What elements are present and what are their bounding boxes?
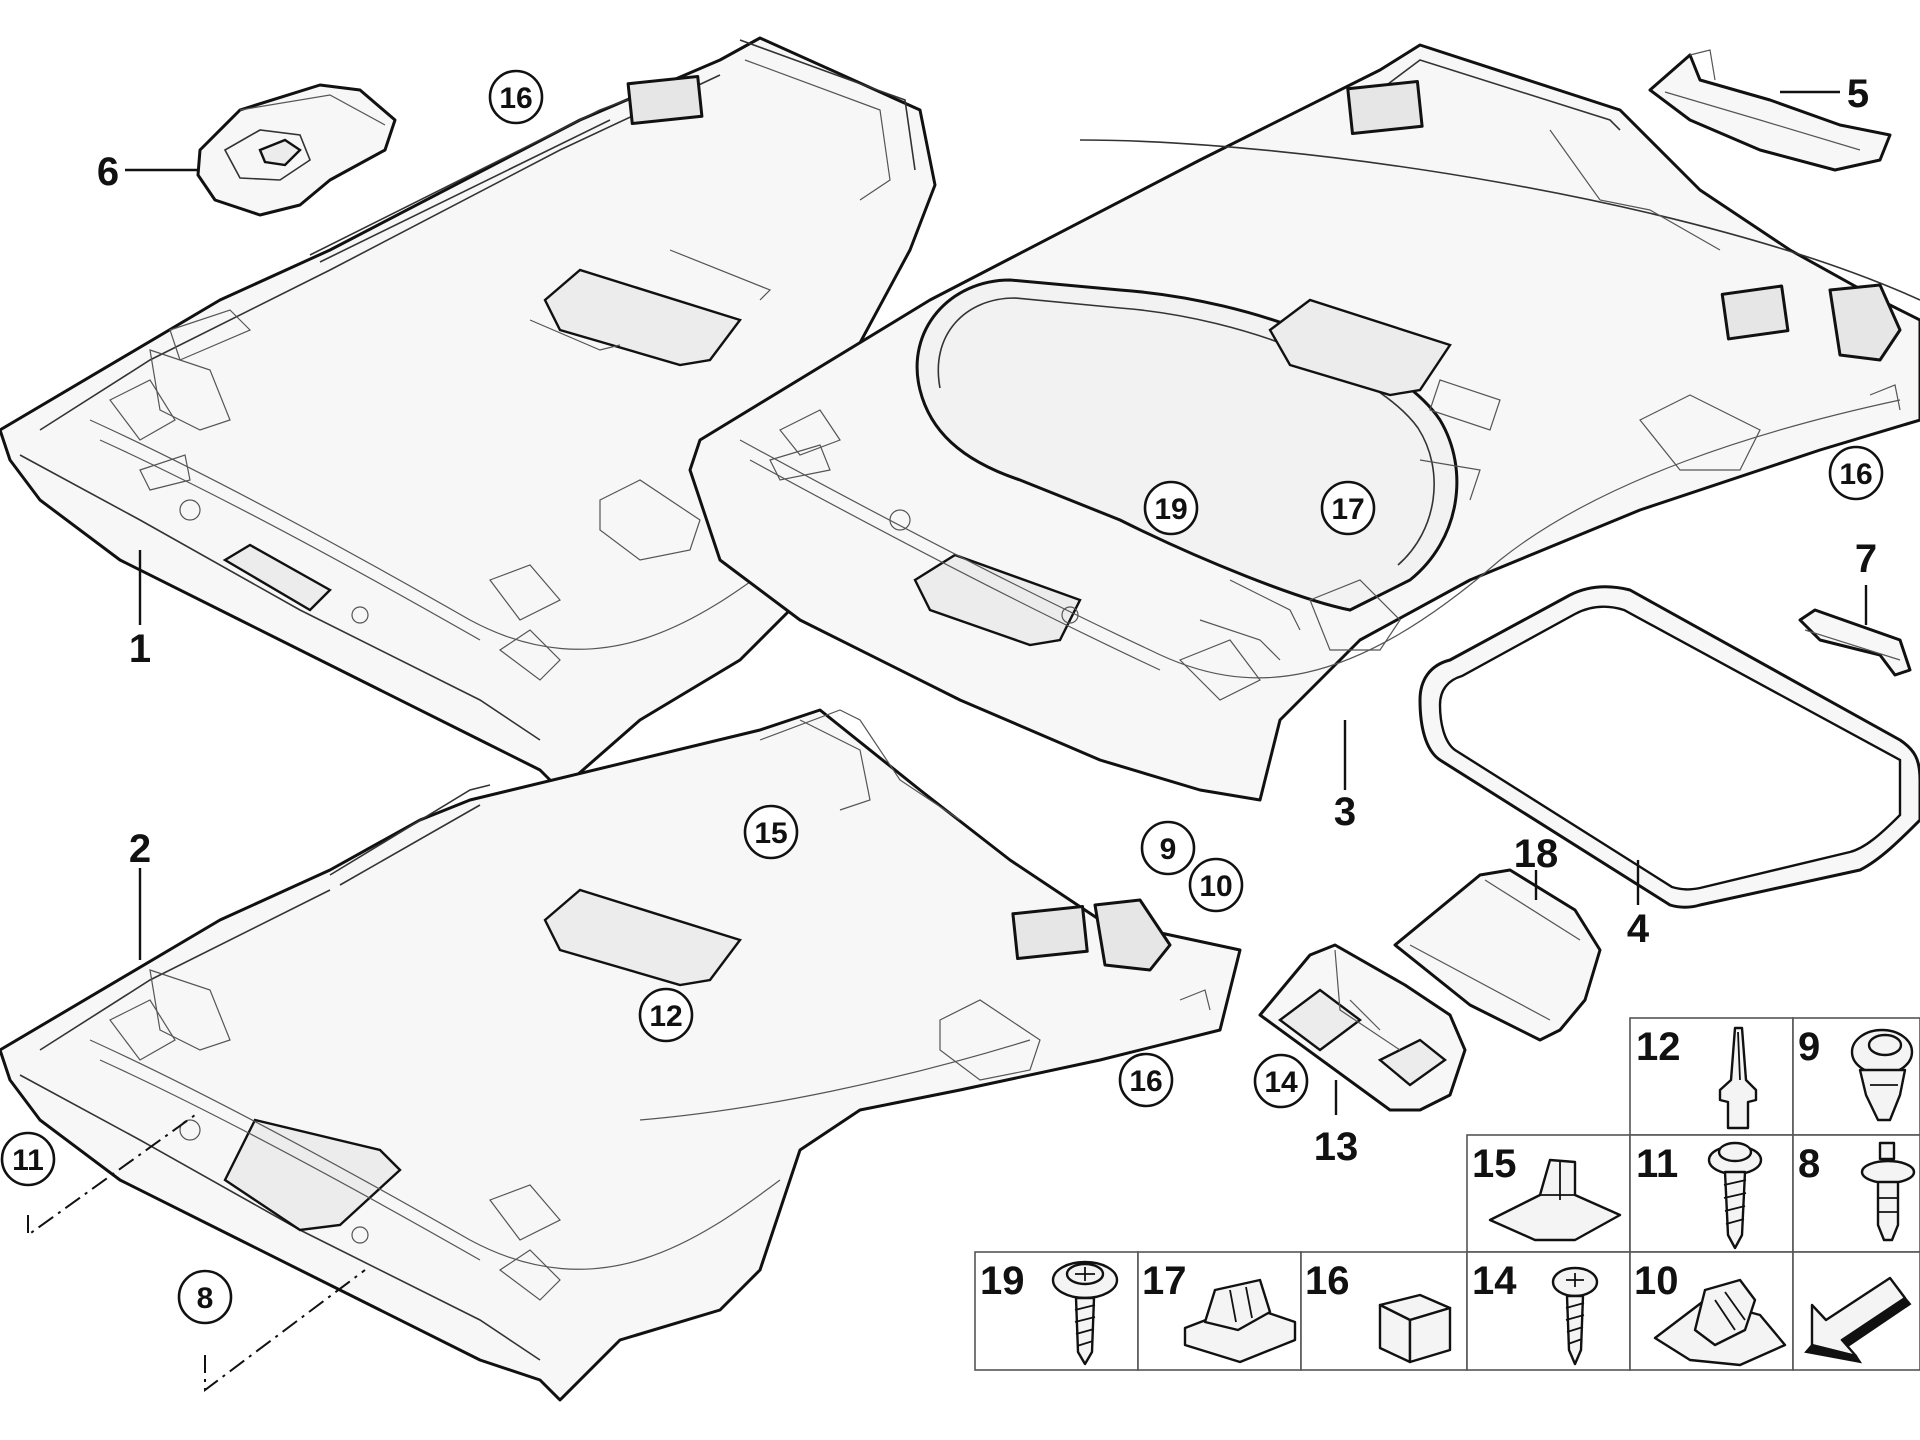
callout-11: 11 <box>0 1131 56 1187</box>
hardware-cell-11: 11 <box>1636 1141 1763 1250</box>
callout-17: 17 <box>1320 480 1376 536</box>
svg-text:8: 8 <box>197 1282 214 1315</box>
pan-screw-icon <box>1051 1260 1119 1366</box>
svg-text:12: 12 <box>1636 1025 1681 1069</box>
headliner-3-drawing <box>688 43 1920 802</box>
hardware-cell-8: 8 <box>1798 1141 1916 1242</box>
callout-9: 9 <box>1140 820 1196 876</box>
svg-text:11: 11 <box>1636 1142 1678 1186</box>
screw-washer-icon <box>1707 1141 1763 1250</box>
callout-16-right: 16 <box>1828 445 1884 501</box>
svg-text:15: 15 <box>754 817 787 850</box>
spring-clip-icon <box>1653 1278 1787 1367</box>
hardware-cell-19: 19 <box>980 1259 1119 1366</box>
insulation-pad-6-drawing <box>196 83 397 217</box>
hardware-cell-12: 12 <box>1636 1025 1758 1130</box>
callout-10: 10 <box>1188 857 1244 913</box>
svg-text:17: 17 <box>1331 493 1364 526</box>
label-5: 5 <box>1847 72 1869 116</box>
circled-callouts: 16 19 17 16 15 9 10 12 <box>0 69 1884 1325</box>
callout-19: 19 <box>1143 480 1199 536</box>
svg-text:14: 14 <box>1472 1259 1517 1303</box>
svg-text:16: 16 <box>499 82 532 115</box>
label-4: 4 <box>1627 907 1650 951</box>
svg-text:11: 11 <box>12 1144 44 1177</box>
label-13: 13 <box>1314 1125 1359 1169</box>
svg-text:8: 8 <box>1798 1142 1820 1186</box>
svg-text:14: 14 <box>1264 1066 1298 1099</box>
clip-rivet-icon <box>1850 1028 1914 1122</box>
cover-18-drawing <box>1393 868 1602 1042</box>
callout-12: 12 <box>638 987 694 1043</box>
hardware-cell-15: 15 <box>1472 1142 1622 1242</box>
push-pin-icon <box>1718 1026 1758 1130</box>
svg-text:9: 9 <box>1160 833 1177 866</box>
direction-arrow-icon <box>1804 1276 1912 1364</box>
callout-16-top: 16 <box>488 69 544 125</box>
svg-text:19: 19 <box>980 1259 1025 1303</box>
leader-lines <box>27 90 1868 1392</box>
hardware-cell-16: 16 <box>1305 1259 1452 1364</box>
callout-16-bottom: 16 <box>1118 1052 1174 1108</box>
bracket-7-drawing <box>1798 608 1912 677</box>
cover-5-drawing <box>1648 49 1892 172</box>
svg-text:17: 17 <box>1142 1259 1187 1303</box>
clip-block-icon <box>1183 1278 1297 1364</box>
label-1: 1 <box>129 627 151 671</box>
hardware-cell-9: 9 <box>1798 1025 1914 1122</box>
svg-text:10: 10 <box>1634 1259 1679 1303</box>
svg-text:9: 9 <box>1798 1025 1820 1069</box>
foam-cube-icon <box>1378 1293 1452 1364</box>
headliner-1-drawing <box>0 36 937 792</box>
svg-text:16: 16 <box>1839 458 1872 491</box>
expansion-rivet-icon <box>1860 1141 1916 1242</box>
svg-text:15: 15 <box>1472 1142 1517 1186</box>
hardware-grid: 12 9 15 11 <box>974 1017 1920 1371</box>
svg-text:16: 16 <box>1129 1065 1162 1098</box>
tapping-screw-icon <box>1551 1266 1599 1366</box>
svg-text:16: 16 <box>1305 1259 1350 1303</box>
cover-13-drawing <box>1258 943 1467 1112</box>
svg-text:10: 10 <box>1199 870 1232 903</box>
hardware-cell-17: 17 <box>1142 1259 1297 1364</box>
sunroof-seal-4-drawing <box>1418 585 1920 909</box>
label-3: 3 <box>1334 790 1356 834</box>
hardware-cell-10: 10 <box>1634 1259 1787 1367</box>
label-2: 2 <box>129 827 151 871</box>
hardware-cell-14: 14 <box>1472 1259 1599 1366</box>
svg-text:12: 12 <box>649 1000 682 1033</box>
callout-8: 8 <box>177 1269 233 1325</box>
label-18: 18 <box>1514 832 1559 876</box>
callout-14: 14 <box>1253 1053 1309 1109</box>
label-7: 7 <box>1855 537 1877 581</box>
callout-15: 15 <box>743 804 799 860</box>
label-6: 6 <box>97 150 119 194</box>
hardware-cell-arrow <box>1804 1276 1912 1364</box>
assembly-labels: 1 2 3 4 5 6 7 13 18 <box>97 72 1877 1169</box>
headliner-2-drawing <box>0 708 1242 1402</box>
svg-text:19: 19 <box>1154 493 1187 526</box>
bracket-clip-icon <box>1488 1158 1622 1242</box>
